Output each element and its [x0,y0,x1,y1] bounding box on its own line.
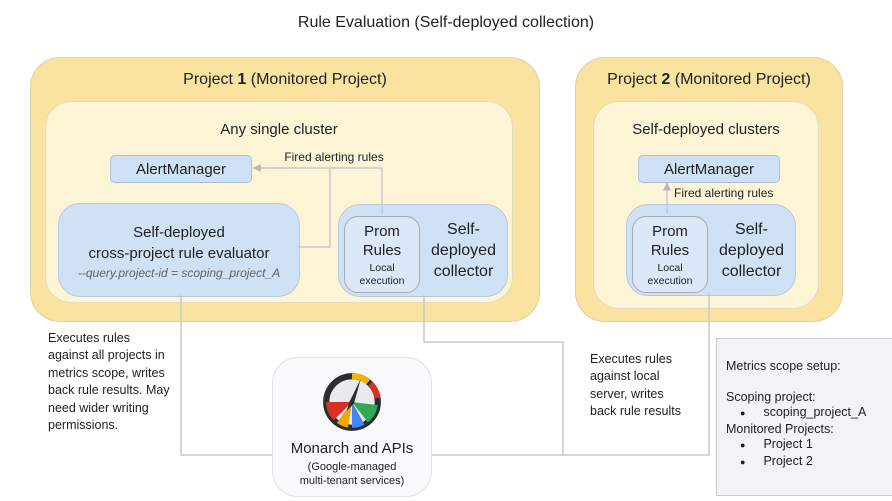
project-1-title-number: 1 [237,71,247,88]
project-1-title: Project 1 (Monitored Project) [31,71,539,89]
diagram-title: Rule Evaluation (Self-deployed collectio… [297,14,595,31]
panel-spacer [726,375,889,390]
rule-evaluator-flag: --query.project-id = scoping_project_A [77,266,281,280]
annotation-evaluator-note: Executes rules against all projects in m… [48,331,170,433]
bullet-icon: ● [740,408,746,418]
list-item: ● scoping_project_A [726,405,889,422]
project-1-rule-evaluator-box: Self-deployed cross-project rule evaluat… [58,203,300,297]
rule-evaluator-name: Self-deployed cross-project rule evaluat… [88,224,270,262]
prom-rules-label: Prom Rules [362,223,402,259]
monitored-projects-label: Monitored Projects: [726,421,834,436]
list-item: ● Project 2 [726,454,889,471]
project-2-prom-rules-box: Prom Rules Local execution [632,216,708,293]
project-2-title: Project 2 (Monitored Project) [576,71,842,89]
project-2-alertmanager-label: AlertManager [663,160,755,178]
project-2-fired-alerting-rules-label: Fired alerting rules [674,186,774,200]
project-2-cluster-title: Self-deployed clusters [632,121,780,138]
monarch-label: Monarch and APIs [290,440,414,457]
local-execution-label: Local execution [647,262,693,287]
project-2-box: Project 2 (Monitored Project) Self-deplo… [575,57,843,322]
project-1-alertmanager-label: AlertManager [135,160,227,178]
bullet-icon: ● [740,456,746,467]
project-2-cluster-box: Self-deployed clusters AlertManager Fire… [593,101,819,309]
list-item: ● Project 1 [726,437,889,454]
project-1-alertmanager-box: AlertManager [110,155,252,183]
monarch-sublabel: (Google-managed multi-tenant services) [299,461,405,487]
local-execution-label: Local execution [359,262,405,287]
monitoring-gauge-icon [323,373,381,431]
annotation-collector-note: Executes rules against local server, wri… [590,352,682,419]
project-1-prom-rules-box: Prom Rules Local execution [344,216,420,293]
project-1-title-prefix: Project [183,71,238,88]
project-1-title-suffix: (Monitored Project) [246,71,387,88]
project-1-fired-alerting-rules-label: Fired alerting rules [284,150,384,164]
metrics-scope-title: Metrics scope setup: [726,359,841,373]
scoping-project-value: scoping_project_A [763,405,867,419]
scoping-project-label: Scoping project: [726,389,816,404]
project-2-alertmanager-box: AlertManager [638,155,780,183]
project-2-title-suffix: (Monitored Project) [670,71,811,88]
project-2-title-number: 2 [661,71,671,88]
project-1-cluster-box: Any single cluster AlertManager Fired al… [45,101,513,303]
bullet-icon: ● [740,440,746,450]
project-1-collector-label: Self- deployed collector [431,221,496,280]
monarch-box: Monarch and APIs (Google-managed multi-t… [272,357,432,497]
project-1-cluster-title: Any single cluster [220,121,338,138]
monitored-project-2: Project 2 [763,453,813,468]
project-1-collector-box: Prom Rules Local execution Self- deploye… [338,204,508,297]
project-2-title-prefix: Project [607,71,662,88]
project-2-collector-box: Prom Rules Local execution Self- deploye… [626,204,796,296]
metrics-scope-panel: Metrics scope setup: Scoping project: ● … [716,338,892,496]
project-2-collector-label: Self- deployed collector [719,220,784,280]
monitored-project-1: Project 1 [763,437,813,451]
project-1-box: Project 1 (Monitored Project) Any single… [30,57,540,322]
prom-rules-label: Prom Rules [650,223,690,259]
